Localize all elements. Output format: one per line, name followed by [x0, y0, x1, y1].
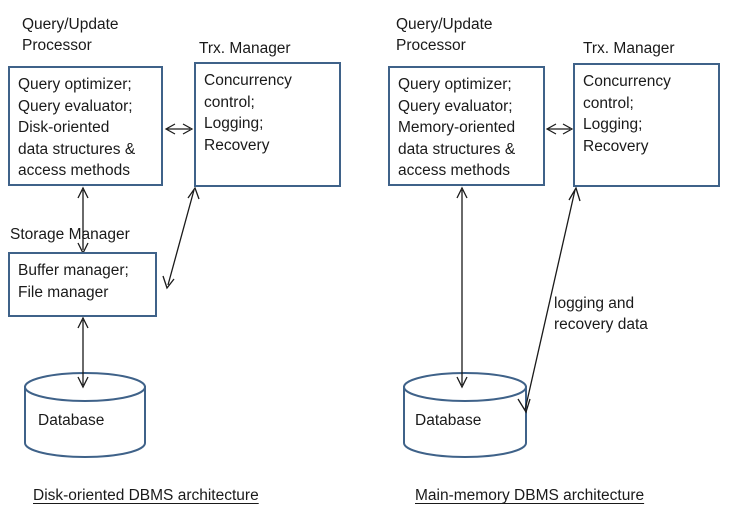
- heading-storage-manager-left: Storage Manager: [10, 226, 130, 243]
- heading-query-update-processor-right: Query/Update Processor: [396, 16, 493, 54]
- caption-right: Main-memory DBMS architecture: [415, 487, 645, 504]
- database-label-right: Database: [415, 412, 482, 429]
- arrow-right-qup-trx: [545, 123, 574, 135]
- arrow-left-storage-database: [77, 316, 89, 389]
- caption-left: Disk-oriented DBMS architecture: [33, 487, 259, 504]
- edge-label-logging-recovery-data: logging and recovery data: [554, 295, 648, 333]
- arrow-right-qup-database: [456, 186, 468, 389]
- heading-trx-manager-left: Trx. Manager: [199, 40, 291, 57]
- database-label-left: Database: [38, 412, 105, 429]
- box-query-update-processor-left[interactable]: Query optimizer; Query evaluator; Disk-o…: [8, 66, 163, 186]
- box-trx-manager-right[interactable]: Concurrency control; Logging; Recovery: [573, 63, 720, 187]
- box-query-update-processor-right[interactable]: Query optimizer; Query evaluator; Memory…: [388, 66, 545, 186]
- box-storage-manager-left[interactable]: Buffer manager; File manager: [8, 252, 157, 317]
- heading-query-update-processor-left: Query/Update Processor: [22, 16, 119, 54]
- arrow-left-qup-trx: [164, 123, 194, 135]
- box-trx-manager-left[interactable]: Concurrency control; Logging; Recovery: [194, 62, 341, 187]
- heading-trx-manager-right: Trx. Manager: [583, 40, 675, 57]
